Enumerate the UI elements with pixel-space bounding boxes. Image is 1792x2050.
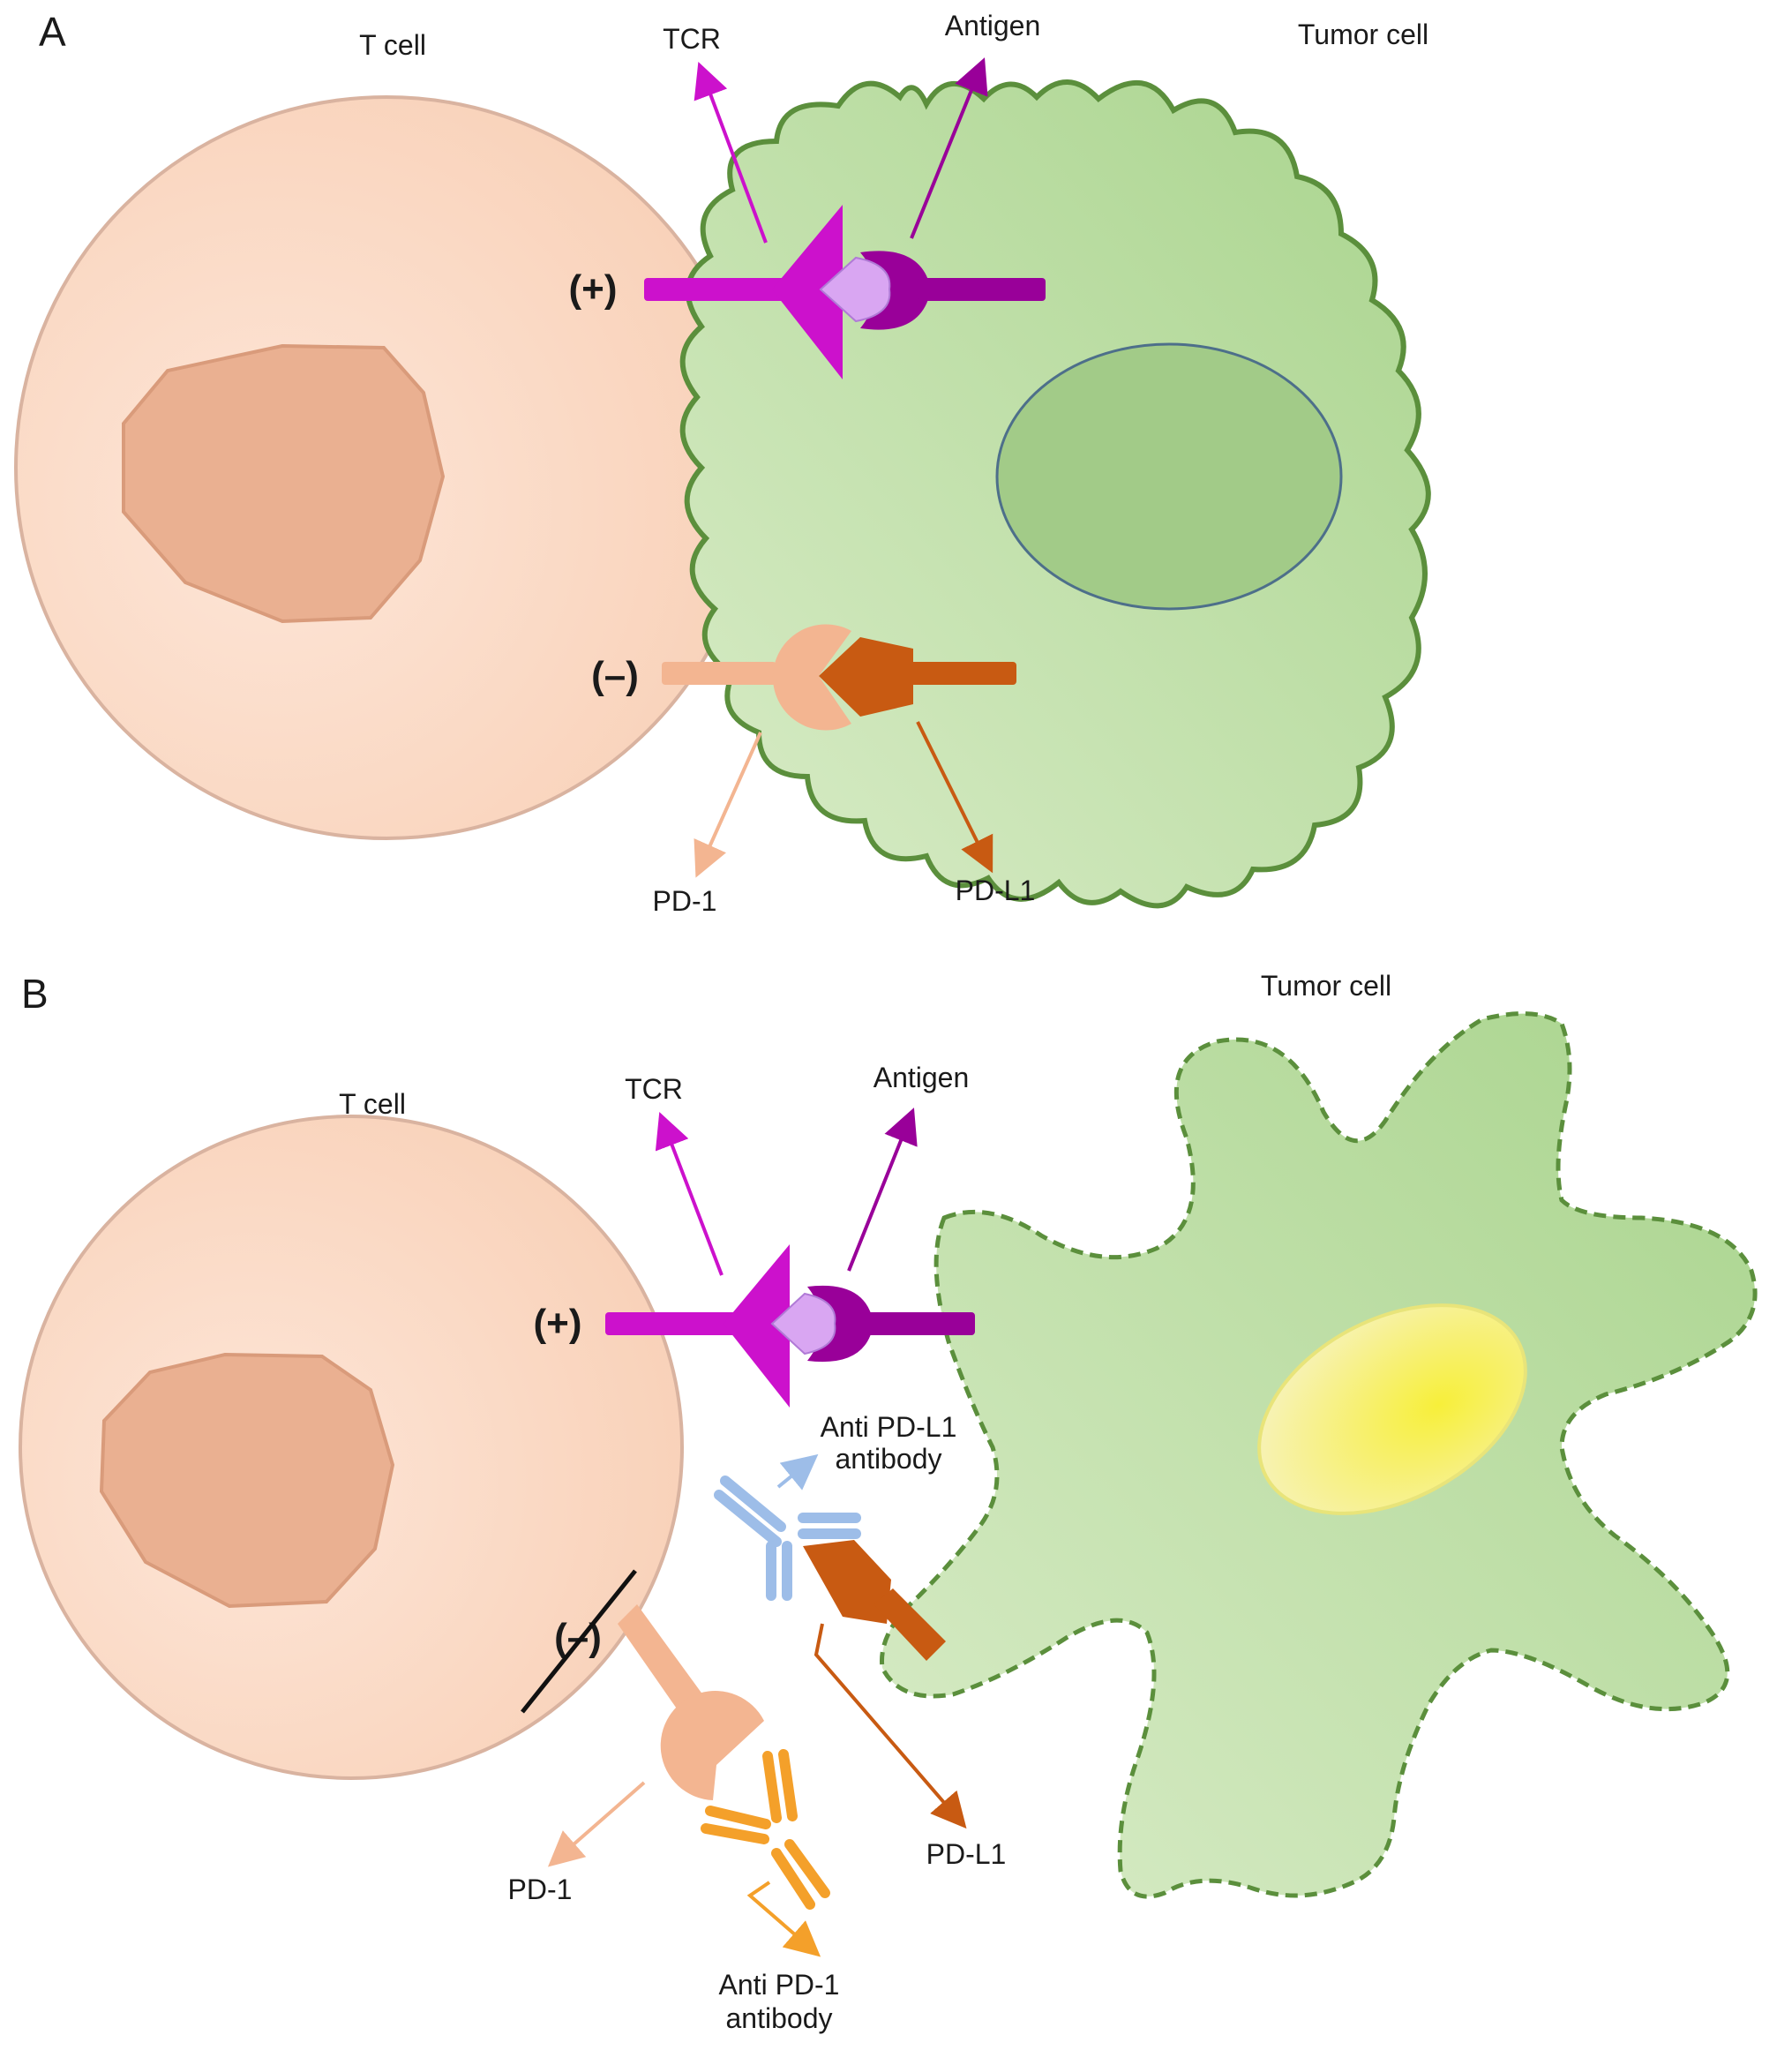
tumor-cell-label-b: Tumor cell <box>1261 970 1391 1002</box>
tcr-receptor-a <box>772 205 843 379</box>
signal-blocked-slash <box>521 1569 637 1714</box>
pdl1-ligand-b <box>803 1540 946 1661</box>
anti-pdl1-label-line1: Anti PD-L1 <box>821 1411 957 1443</box>
antigen-label-a: Antigen <box>945 10 1041 41</box>
antigen-label-b: Antigen <box>874 1062 970 1093</box>
tumor-cell-label-a: Tumor cell <box>1298 19 1428 50</box>
pdl1-arrow-b <box>814 1623 967 1829</box>
tumor-nucleus-b <box>1257 1303 1527 1515</box>
tcr-antigen-complex-a <box>644 205 1046 379</box>
tcr-stem-b <box>605 1312 738 1335</box>
antigen-stem-a <box>918 278 1046 301</box>
t-cell-label-a: T cell <box>359 29 426 61</box>
antigen-b <box>770 1292 836 1355</box>
panel-a: A T cell Tumor cell (+) TCR Antigen <box>14 9 1431 917</box>
t-cell-b <box>19 1115 684 1780</box>
tumor-nucleus-a <box>995 342 1343 611</box>
tcr-label-a: TCR <box>663 23 721 55</box>
anti-pd1-label-line1: Anti PD-1 <box>719 1969 840 2001</box>
pd1-receptor-a <box>772 624 851 731</box>
t-cell-label-b: T cell <box>339 1088 406 1120</box>
pd1-stem-a <box>662 662 776 685</box>
antigen-arrow-b <box>847 1108 918 1272</box>
panel-b: B T cell Tumor cell (+) TCR Antigen <box>19 970 1758 2034</box>
t-cell-nucleus-a <box>122 343 446 624</box>
pd1-label-a: PD-1 <box>653 885 717 917</box>
anti-pdl1-arrow <box>776 1453 819 1491</box>
tumor-cell-b <box>880 1011 1758 1899</box>
pd1-receptor-b <box>618 1604 764 1800</box>
pdl1-arrow-a <box>916 721 993 874</box>
tcr-arrow-b <box>655 1112 724 1276</box>
pd1-label-b: PD-1 <box>508 1874 573 1905</box>
positive-sign-b: (+) <box>534 1302 582 1345</box>
tcr-receptor-b <box>724 1244 790 1408</box>
positive-sign-a: (+) <box>569 267 618 311</box>
pd1-pdl1-complex-a <box>662 624 1016 731</box>
anti-pd1-antibody <box>701 1749 830 1910</box>
pdl1-ligand-a <box>819 637 913 717</box>
t-cell-nucleus-b <box>99 1352 395 1609</box>
negative-sign-a: (–) <box>591 654 639 697</box>
tcr-antigen-complex-b <box>605 1244 975 1408</box>
tcr-arrow-a <box>694 62 768 244</box>
anti-pdl1-antibody <box>714 1476 861 1601</box>
anti-pdl1-label-line2: antibody <box>836 1443 942 1475</box>
antigen-arrow-a <box>910 57 988 239</box>
tcr-stem-a <box>644 278 785 301</box>
pdl1-stem-a <box>909 662 1016 685</box>
anti-pd1-arrow <box>746 1881 821 1957</box>
tcr-label-b: TCR <box>625 1073 683 1105</box>
pd1-arrow-b <box>547 1781 646 1867</box>
pdl1-label-a: PD-L1 <box>956 875 1036 906</box>
pdl1-label-b: PD-L1 <box>926 1838 1007 1870</box>
anti-pd1-label-line2: antibody <box>726 2002 833 2034</box>
pd1-arrow-a <box>694 732 762 878</box>
antigen-stem-b <box>860 1312 975 1335</box>
panel-a-label: A <box>39 9 66 55</box>
t-cell-a <box>14 95 759 840</box>
antigen-a <box>819 256 891 323</box>
panel-b-label: B <box>21 971 49 1017</box>
tumor-cell-a <box>679 79 1431 909</box>
